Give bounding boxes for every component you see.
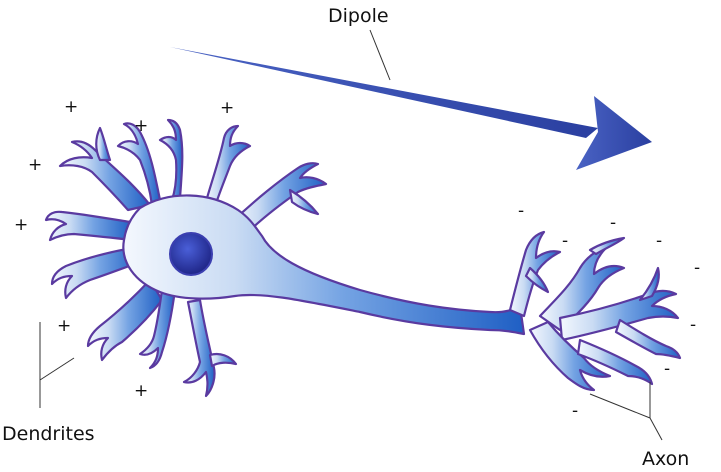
- charge-negative: -: [572, 401, 578, 421]
- charge-positive: +: [57, 316, 71, 336]
- dipole-arrow: [170, 47, 652, 170]
- charge-negative: -: [690, 315, 696, 335]
- axon-label: Axon: [642, 448, 689, 470]
- nucleus: [169, 232, 213, 276]
- charge-negative: -: [694, 258, 700, 278]
- charge-positive: +: [14, 215, 28, 235]
- negative-charges: - - - - - - - -: [518, 201, 700, 421]
- charge-positive: +: [220, 98, 234, 118]
- dipole-label: Dipole: [328, 5, 389, 27]
- charge-negative: -: [610, 213, 616, 233]
- charge-negative: -: [656, 231, 662, 251]
- soma-and-axon: [122, 194, 526, 336]
- charge-positive: +: [28, 155, 42, 175]
- dendrites-callout: [39, 322, 75, 408]
- axon-terminals: [508, 230, 682, 392]
- dendrites-label: Dendrites: [2, 423, 95, 445]
- charge-positive: +: [134, 116, 148, 136]
- charge-negative: -: [664, 359, 670, 379]
- charge-negative: -: [562, 231, 568, 251]
- axon-callout: [589, 382, 663, 441]
- charge-negative: -: [518, 201, 524, 221]
- charge-positive: +: [134, 381, 148, 401]
- positive-charges: + + + + + + +: [14, 97, 234, 401]
- dipole-leader-line: [369, 29, 391, 81]
- dendrites: [44, 118, 328, 398]
- neuron: [44, 118, 682, 398]
- charge-positive: +: [64, 97, 78, 117]
